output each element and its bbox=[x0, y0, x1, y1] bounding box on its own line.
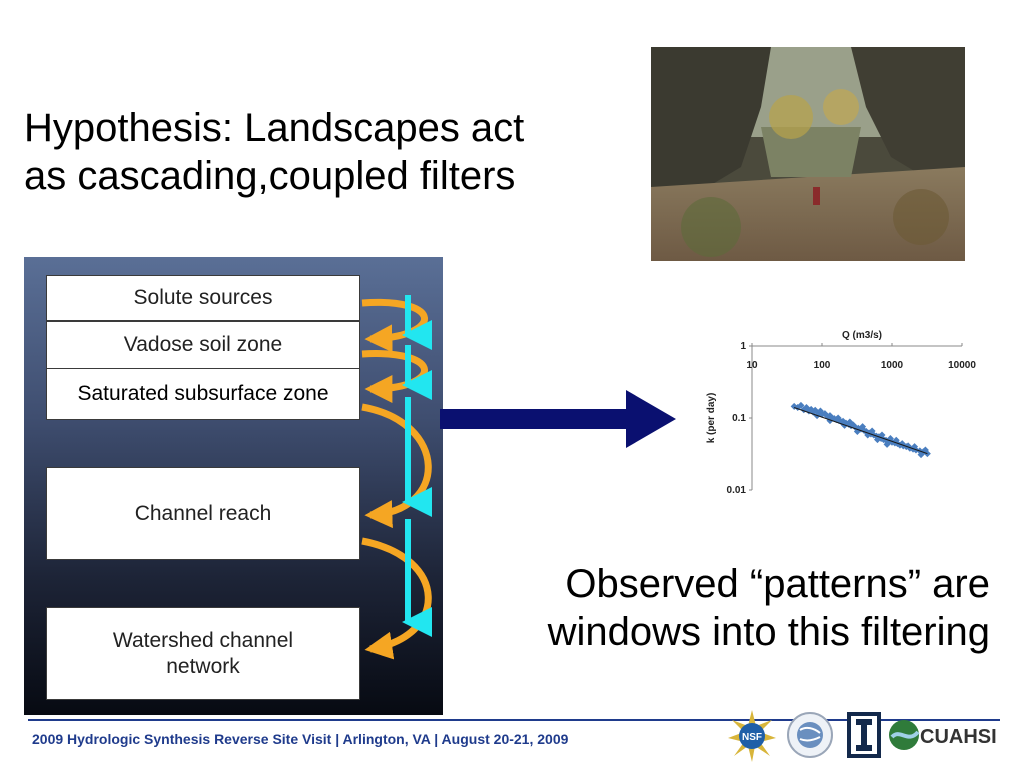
scatter-chart: Q (m3/s) k (per day) 10 100 1000 10000 1 0.1 0… bbox=[706, 330, 976, 496]
data-point bbox=[921, 446, 929, 454]
y-tick-label: 1 bbox=[740, 341, 746, 352]
data-point bbox=[790, 402, 798, 410]
data-point bbox=[892, 436, 900, 444]
slide-title: Hypothesis: Landscapes act as cascading,… bbox=[24, 106, 525, 198]
data-point bbox=[816, 407, 824, 415]
data-point bbox=[873, 436, 881, 444]
data-point bbox=[917, 451, 925, 459]
filter-cascade-diagram: Solute sources Vadose soil zone Saturate… bbox=[24, 257, 443, 715]
data-point bbox=[846, 418, 854, 426]
y-tick-label: 0.1 bbox=[732, 413, 746, 424]
footer-divider bbox=[28, 719, 1000, 721]
trend-line bbox=[793, 407, 928, 455]
x-tick-label: 10 bbox=[746, 360, 758, 371]
y-axis-label: k (per day) bbox=[706, 393, 717, 444]
canyon-photo bbox=[651, 47, 965, 261]
data-point bbox=[859, 423, 867, 431]
box-saturated-subsurface-zone: Saturated subsurface zone bbox=[46, 368, 360, 420]
data-point bbox=[878, 431, 886, 439]
footer-text: 2009 Hydrologic Synthesis Reverse Site V… bbox=[32, 731, 569, 747]
globe-logo bbox=[787, 712, 833, 758]
data-point bbox=[797, 401, 805, 409]
data-point bbox=[826, 417, 834, 425]
data-point bbox=[868, 427, 876, 435]
big-right-arrow bbox=[440, 390, 676, 448]
box-watershed-channel-network: Watershed channel network bbox=[46, 607, 360, 700]
x-tick-label: 1000 bbox=[881, 360, 904, 371]
feedback-arrow bbox=[361, 537, 432, 660]
feedback-arrow bbox=[361, 350, 428, 403]
data-point bbox=[834, 414, 842, 422]
data-point bbox=[883, 440, 891, 448]
svg-text:NSF: NSF bbox=[742, 732, 762, 743]
box-channel-reach: Channel reach bbox=[46, 467, 360, 560]
x-axis-label: Q (m3/s) bbox=[842, 330, 882, 341]
sponsor-logos: NSF CUAHSI bbox=[728, 710, 997, 762]
box-vadose-soil-zone: Vadose soil zone bbox=[46, 321, 360, 369]
svg-text:CUAHSI: CUAHSI bbox=[920, 726, 997, 748]
data-point bbox=[811, 406, 819, 414]
observed-patterns-text: Observed “patterns” are windows into thi… bbox=[547, 562, 990, 654]
flow-arrows bbox=[361, 295, 432, 660]
feedback-arrow bbox=[361, 298, 428, 353]
data-point bbox=[851, 423, 859, 431]
box-solute-sources: Solute sources bbox=[46, 275, 360, 321]
y-tick-label: 0.01 bbox=[727, 485, 747, 496]
x-tick-label: 10000 bbox=[948, 360, 976, 371]
cuahsi-logo: CUAHSI bbox=[889, 720, 997, 750]
x-tick-label: 100 bbox=[814, 360, 831, 371]
nsf-logo: NSF bbox=[728, 710, 776, 762]
illinois-logo bbox=[847, 712, 881, 758]
feedback-arrow bbox=[361, 403, 432, 529]
